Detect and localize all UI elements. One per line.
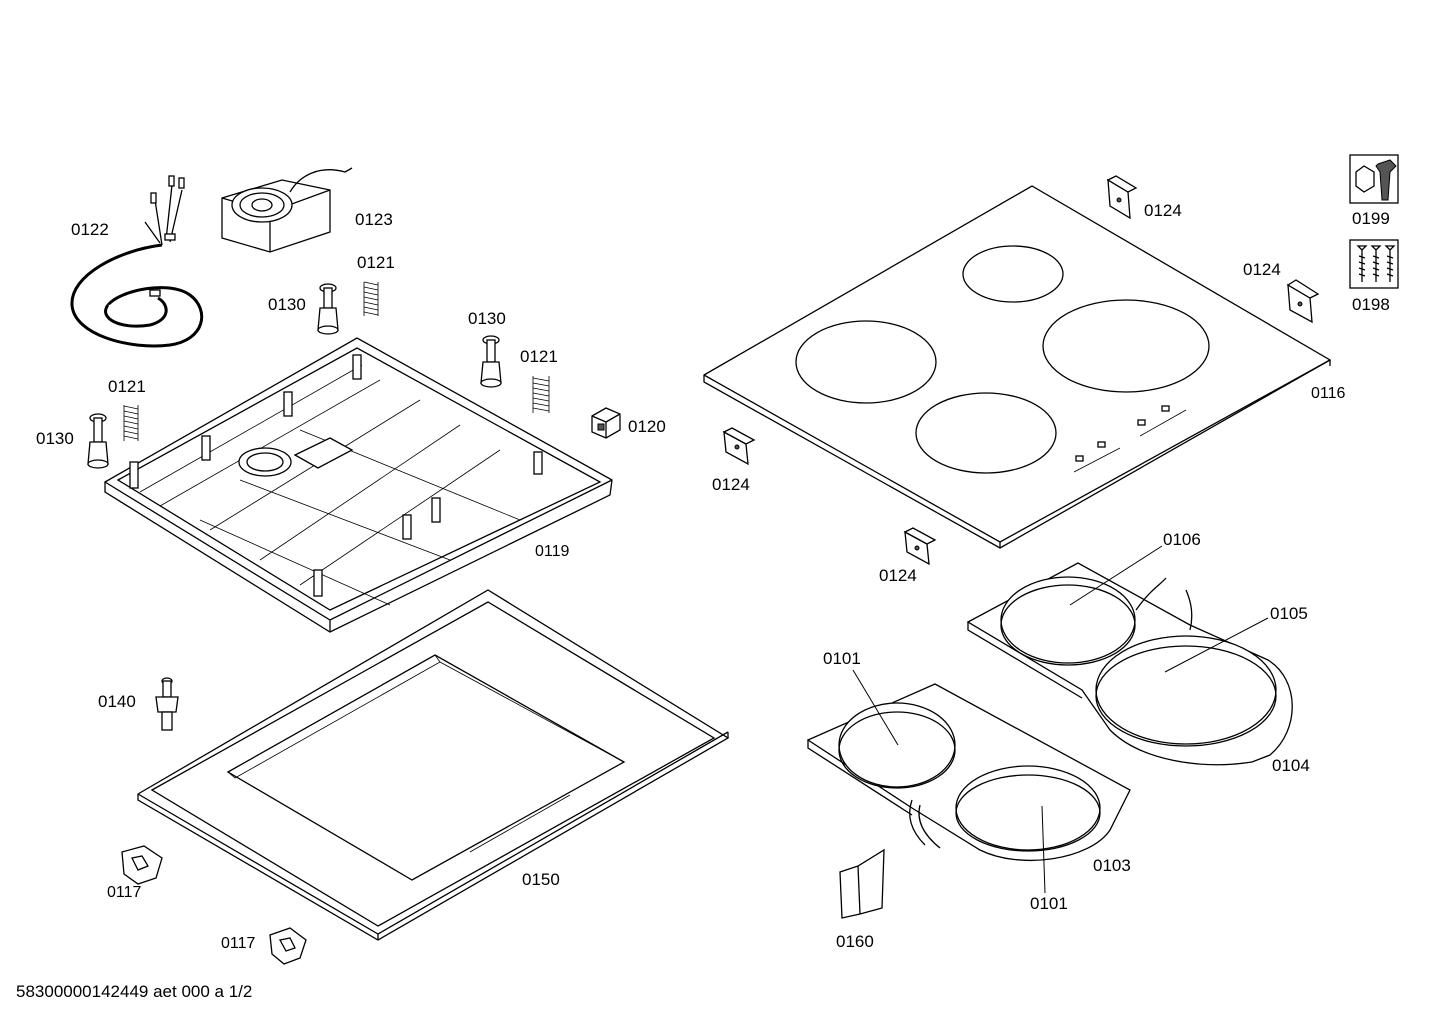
mounting-frame-part[interactable]	[137, 589, 730, 941]
part-label-0106: 0106	[1163, 530, 1201, 549]
spring-part-left[interactable]	[123, 405, 139, 441]
bracket-part-right[interactable]	[269, 927, 307, 965]
part-label-0160: 0160	[836, 932, 874, 951]
part-label-0130-upper: 0130	[268, 295, 306, 314]
heating-element-0105	[1095, 635, 1277, 745]
part-label-0120: 0120	[628, 417, 666, 436]
part-label-0124-left: 0124	[712, 475, 750, 494]
heating-element-0101a	[838, 702, 956, 788]
wrench-nut-icon[interactable]	[1349, 154, 1399, 204]
part-label-0140: 0140	[98, 692, 136, 711]
control-symbols	[1073, 405, 1187, 473]
part-label-0124-top: 0124	[1144, 201, 1182, 220]
part-label-0123: 0123	[355, 210, 393, 229]
housing-tray-part[interactable]	[104, 337, 613, 633]
element-carrier-left-part[interactable]	[806, 683, 1131, 861]
screws-icon[interactable]	[1349, 239, 1399, 289]
document-reference: 58300000142449 aet 000 a 1/2	[16, 982, 253, 1001]
spring-part-upper[interactable]	[363, 281, 379, 316]
glass-ceramic-top-part[interactable]	[703, 185, 1332, 549]
foot-part-upper[interactable]	[317, 283, 339, 335]
part-label-0101-upper: 0101	[823, 649, 861, 668]
part-label-0130-left: 0130	[36, 429, 74, 448]
part-label-0104: 0104	[1272, 756, 1310, 775]
foot-part-middle[interactable]	[480, 335, 502, 388]
clip-part[interactable]	[591, 407, 621, 439]
mount-clip-part-bottom[interactable]	[903, 527, 937, 566]
cooking-zone-front	[915, 392, 1057, 474]
part-label-0130-middle: 0130	[468, 309, 506, 328]
fastener-part[interactable]	[155, 677, 179, 731]
part-label-0199: 0199	[1352, 209, 1390, 228]
mount-clip-part-right[interactable]	[1286, 279, 1320, 324]
part-label-0124-bottom: 0124	[879, 566, 917, 585]
part-label-0119: 0119	[535, 543, 570, 560]
part-label-0117-left: 0117	[107, 884, 142, 901]
tray-bosses	[129, 354, 543, 597]
spring-part-middle[interactable]	[532, 376, 550, 413]
mount-clip-part-left[interactable]	[722, 427, 756, 466]
cooking-zone-right	[1042, 299, 1210, 393]
heating-element-0106	[1000, 576, 1136, 664]
shield-plate-part[interactable]	[839, 848, 885, 919]
cooling-fan-part[interactable]	[221, 167, 353, 253]
bracket-part-left[interactable]	[121, 845, 163, 885]
heating-element-0101b	[955, 765, 1101, 851]
cooking-zone-left	[795, 320, 937, 404]
element-carrier-right-part[interactable]	[966, 562, 1293, 766]
part-label-0117-right: 0117	[221, 935, 256, 952]
part-label-0198: 0198	[1352, 295, 1390, 314]
mount-clip-part-top[interactable]	[1106, 175, 1138, 220]
part-label-0105: 0105	[1270, 604, 1308, 623]
foot-part-left[interactable]	[87, 413, 109, 469]
part-label-0101-lower: 0101	[1030, 894, 1068, 913]
leader-lines	[852, 545, 1269, 894]
part-label-0124-right: 0124	[1243, 260, 1281, 279]
part-label-0150: 0150	[522, 870, 560, 889]
power-cable-part[interactable]	[70, 175, 204, 348]
part-label-0122: 0122	[71, 220, 109, 239]
part-label-0116: 0116	[1311, 385, 1346, 402]
part-label-0121-middle: 0121	[520, 347, 558, 366]
part-label-0121-left: 0121	[108, 377, 146, 396]
part-label-0103: 0103	[1093, 856, 1131, 875]
part-label-0121-upper: 0121	[357, 253, 395, 272]
cooking-zone-rear	[962, 245, 1064, 303]
